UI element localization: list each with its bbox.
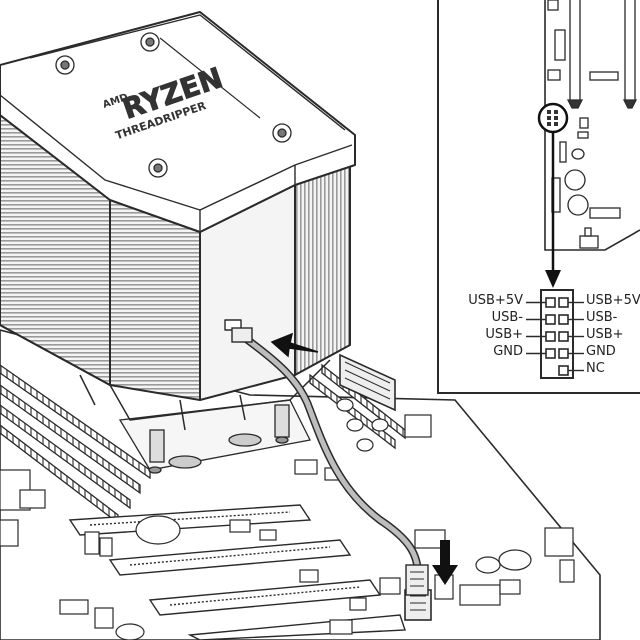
pin-right-4 xyxy=(558,348,569,359)
pin-label-right-1: USB+5V xyxy=(586,293,640,308)
pin-right-1 xyxy=(558,297,569,308)
cpu-cooler xyxy=(0,11,356,431)
pin-label-left-2: USB- xyxy=(492,310,524,325)
board-components xyxy=(0,398,575,640)
cable-connector-cooler xyxy=(231,327,253,343)
pin-label-right-5: NC xyxy=(586,361,605,376)
pin-label-right-4: GND xyxy=(586,344,616,359)
pin-left-2 xyxy=(545,314,556,325)
inset-frame xyxy=(437,0,640,394)
pinout-labels: USB+5V USB- USB+ GND USB+5V USB- USB+ GN… xyxy=(468,293,640,376)
header-pins-mini xyxy=(547,110,558,126)
pin-left-3 xyxy=(545,331,556,342)
insert-arrow-cooler xyxy=(270,332,319,358)
pin-label-left-3: USB+ xyxy=(485,327,523,342)
pin-label-left-1: USB+5V xyxy=(468,293,523,308)
header-pointer-arrowhead xyxy=(545,270,561,288)
pin-right-3 xyxy=(558,331,569,342)
pin-left-1 xyxy=(545,297,556,308)
atx-power-connector xyxy=(339,353,396,412)
pin-left-4 xyxy=(545,348,556,359)
usb-cable xyxy=(231,327,429,596)
ram-slots-left xyxy=(0,364,151,525)
pinout-pins xyxy=(526,297,584,376)
cooler-screws xyxy=(55,32,292,178)
cable-connector-header xyxy=(405,564,429,596)
pcie-slots xyxy=(68,504,406,640)
header-highlight-circle xyxy=(537,102,569,134)
cooler-fin-stack-right xyxy=(294,164,351,376)
pin-right-2 xyxy=(558,314,569,325)
insert-arrow-header xyxy=(432,540,458,585)
pin-label-left-4: GND xyxy=(493,344,523,359)
usb-header-pinout xyxy=(526,289,584,379)
pin-right-5 xyxy=(558,365,569,376)
pin-label-right-3: USB+ xyxy=(586,327,624,342)
inset-panel: USB+5V USB- USB+ GND USB+5V USB- USB+ GN… xyxy=(437,0,640,394)
inset-board-components xyxy=(547,0,638,249)
pin-label-right-2: USB- xyxy=(586,310,618,325)
